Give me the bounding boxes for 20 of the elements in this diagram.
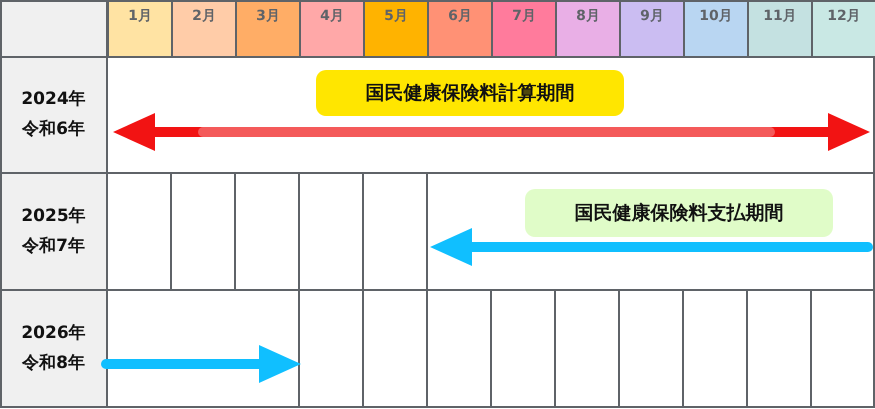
- month-header: 6月: [427, 0, 493, 58]
- month-header: 8月: [555, 0, 621, 58]
- era-year-label: 令和8年: [20, 352, 86, 374]
- year-label: 2025年: [20, 204, 87, 226]
- year-label: 2026年: [20, 322, 87, 344]
- month-header: 9月: [619, 0, 685, 58]
- era-year-label: 令和7年: [20, 234, 86, 256]
- month-header: 5月: [363, 0, 429, 58]
- month-header: 1月: [107, 0, 173, 58]
- month-header: 4月: [299, 0, 365, 58]
- month-header: 3月: [235, 0, 301, 58]
- month-header: 2月: [171, 0, 237, 58]
- year-label: 2024年: [20, 88, 87, 110]
- era-year-label: 令和6年: [20, 118, 86, 140]
- period-label-box: 国民健康保険料支払期間: [525, 189, 833, 237]
- period-label-box: 国民健康保険料計算期間: [316, 70, 624, 116]
- month-header: 10月: [683, 0, 749, 58]
- month-header: 12月: [811, 0, 875, 58]
- month-header: 7月: [491, 0, 557, 58]
- month-header: 11月: [747, 0, 813, 58]
